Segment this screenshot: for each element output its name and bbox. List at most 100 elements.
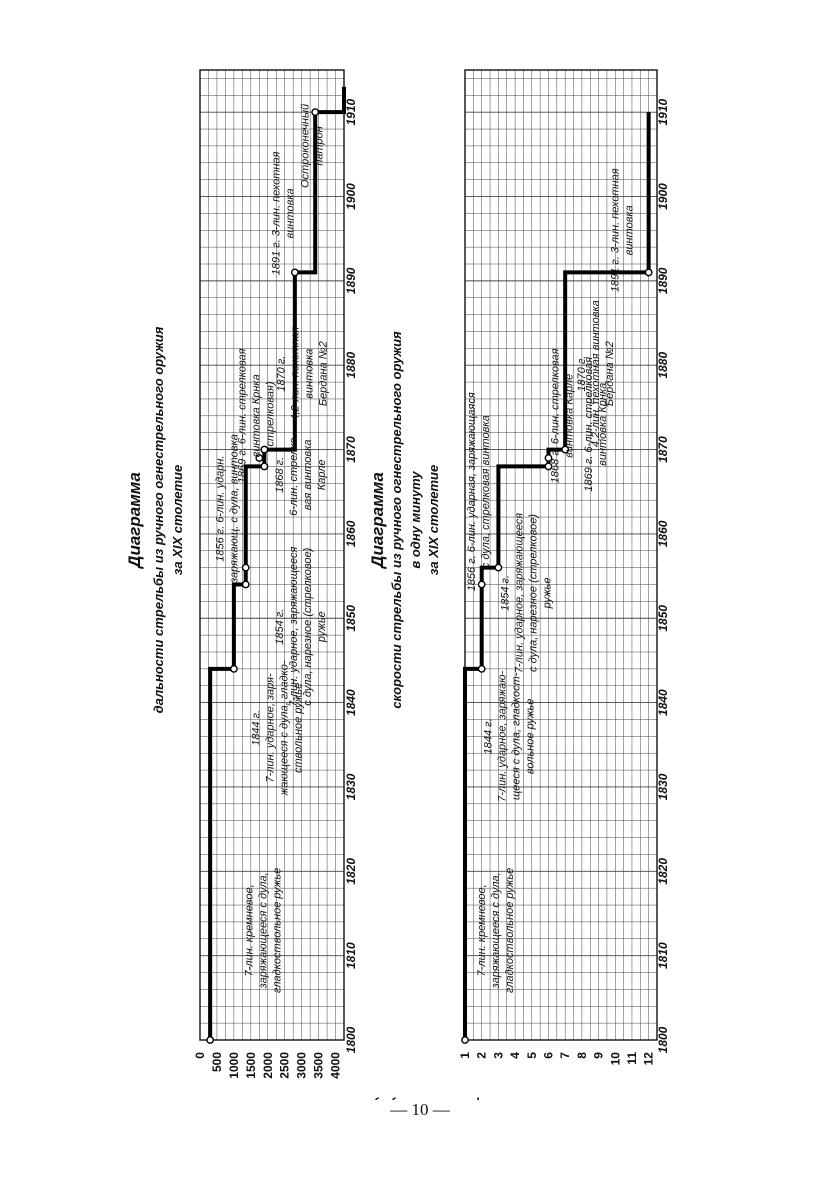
y-tick-label: 500 <box>210 1052 224 1072</box>
annotation-text: 1891 г. 3-лин. пехотная <box>271 151 283 275</box>
annotation: 1844 г.7-лин. ударное, заряжаю-щееся с д… <box>483 670 537 801</box>
annotation-text: 6-лин. стрелко- <box>288 434 300 516</box>
annotation-text: винтовка Карле <box>563 374 575 458</box>
annotation-text: с дула, нарезное (стрелковое) <box>302 547 314 705</box>
x-tick-label: 1820 <box>656 858 670 885</box>
y-tick-label: 12 <box>642 1052 656 1066</box>
data-marker <box>544 462 553 471</box>
data-marker <box>260 445 269 454</box>
annotation-text: Остроконечный <box>299 104 311 188</box>
annotation: 7-лин. кремневое,заряжающееся с дула,гла… <box>244 868 284 993</box>
data-marker <box>241 563 250 572</box>
chart-subtitle: в одну минуту <box>408 471 423 569</box>
y-tick-label: 2 <box>475 1052 489 1059</box>
annotation-text: щееся с дула, гладкост- <box>511 672 523 800</box>
annotation-text: 7-лин. ударное, заря- <box>264 673 276 782</box>
annotation-text: винтовка <box>285 188 297 238</box>
y-tick-label: 2000 <box>261 1052 275 1079</box>
y-axis-label: Число шагов <box>161 1097 240 1100</box>
annotation-text: 1854 г. <box>499 575 511 611</box>
x-tick-label: 1870 <box>344 436 358 463</box>
x-tick-label: 1800 <box>656 1026 670 1053</box>
data-marker <box>544 454 553 462</box>
y-tick-label: 7 <box>558 1052 572 1059</box>
y-tick-label: 2500 <box>278 1052 292 1079</box>
annotation-text: Бердана №2 <box>318 341 330 406</box>
data-marker <box>255 454 264 462</box>
data-marker <box>461 1036 469 1044</box>
x-tick-label: 1900 <box>656 183 670 210</box>
chart-title: Диаграмма <box>368 472 387 570</box>
x-tick-label: 1830 <box>656 773 670 800</box>
plot-frame <box>199 69 345 1041</box>
annotation-text: 7-лин. кремневое, <box>244 884 256 976</box>
y-tick-label: 5 <box>525 1052 539 1059</box>
annotation-text: ствольное ружье <box>292 683 304 773</box>
annotation-text: ружье <box>541 578 553 610</box>
annotation-text: с дула, нарезное (стрелковое) <box>527 514 539 672</box>
x-tick-label: 1890 <box>344 267 358 294</box>
data-marker <box>494 563 503 572</box>
x-tick-label: 1910 <box>344 99 358 126</box>
data-marker <box>241 580 250 589</box>
annotation-text: 4,2-лин. пехотная винтовка <box>590 300 602 447</box>
x-tick-label: 1880 <box>344 352 358 379</box>
y-tick-label: 10 <box>608 1052 622 1066</box>
annotation-text: патрон <box>313 126 325 166</box>
annotation-text: жающееся с дула, гладко- <box>278 660 290 796</box>
x-tick-label: 1840 <box>344 689 358 716</box>
data-marker <box>311 108 320 117</box>
x-tick-label: 1850 <box>656 605 670 632</box>
y-tick-label: 1500 <box>244 1052 258 1079</box>
annotation-text: заряжающееся с дула, <box>490 872 502 989</box>
annotation-text: вольное ружье <box>525 699 537 775</box>
x-tick-label: 1880 <box>656 352 670 379</box>
annotation-text: 1870 г. <box>576 356 588 392</box>
x-tick-label: 1850 <box>344 605 358 632</box>
y-tick-label: 4000 <box>329 1052 343 1079</box>
data-marker <box>561 445 570 454</box>
annotation-text: 1868 г. 6-лин. стрелковая <box>549 348 561 483</box>
y-tick-label: 1000 <box>227 1052 241 1079</box>
chart-subtitle: дальности стрельбы из ручного огнестрель… <box>151 326 166 713</box>
annotation-text: 7-лин. ударное, заряжающееся <box>288 546 300 706</box>
annotation-text: винтовка <box>304 349 316 399</box>
x-tick-label: 1820 <box>344 858 358 885</box>
series-line <box>208 86 346 1040</box>
y-tick-label: 0 <box>193 1052 207 1059</box>
y-tick-label: 3 <box>491 1052 505 1059</box>
annotation-text: 1856 г. 6-лин. ударная, заряжающаяся <box>466 392 478 591</box>
data-marker <box>229 664 238 673</box>
annotation-text: Карле <box>316 459 328 490</box>
annotation-text: (стрелковая) <box>265 381 277 450</box>
y-tick-label: 8 <box>575 1052 589 1059</box>
chart-subtitle: скорости стрельбы из ручного огнестрельн… <box>389 331 404 709</box>
annotation-text: 4,2-лин. пехотная <box>290 327 302 421</box>
y-tick-label: 6 <box>541 1052 555 1059</box>
annotation-text: 1868 г. <box>274 457 286 493</box>
annotation-text: винтовка <box>624 205 636 255</box>
chart-subtitle: за XIX столетие <box>170 465 185 575</box>
annotation-text: 1869 г. 6-лин. стрелковая <box>237 348 249 483</box>
annotation-text: 7-лин. кремневое, <box>476 884 488 976</box>
y-tick-label: 11 <box>625 1052 639 1065</box>
x-tick-label: 1810 <box>656 942 670 969</box>
annotation: 1856 г. 6-лин. ударн.заряжающ. с дула, в… <box>215 434 241 584</box>
annotation-text: винтовка Крнка <box>251 374 263 457</box>
y-tick-label: 3500 <box>312 1052 326 1079</box>
annotation-text: 1856 г. 6-лин. ударн. <box>215 455 227 561</box>
annotation-text: гладкоствольное ружье <box>272 868 284 993</box>
annotation-text: 1844 г. <box>250 710 262 746</box>
annotation-text: 7-лин. ударное, заряжаю- <box>497 670 509 801</box>
annotation-text: гладкоствольное ружье <box>504 868 516 993</box>
data-marker <box>644 268 653 277</box>
y-tick-label: 9 <box>592 1052 606 1059</box>
x-tick-label: 1830 <box>344 773 358 800</box>
